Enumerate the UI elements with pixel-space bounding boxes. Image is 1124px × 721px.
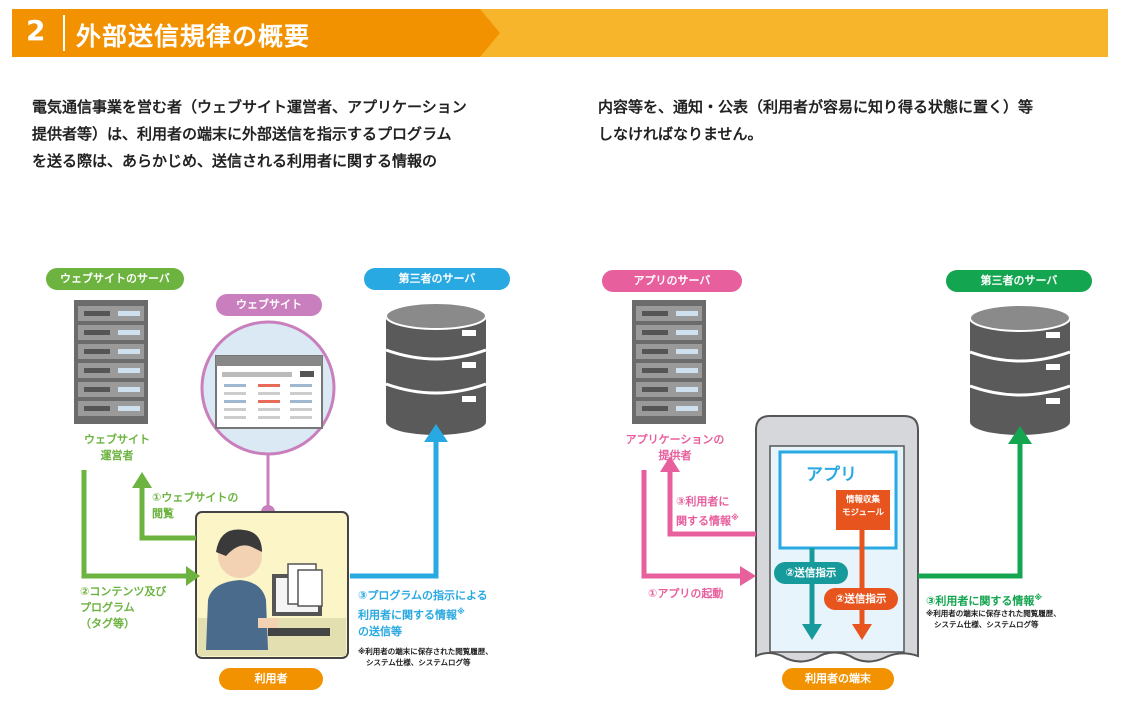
server-rack-icon [74,300,148,424]
third-party-server-label: 第三者のサーバ [946,270,1092,292]
footnote-mark: ※ [457,607,465,616]
provider-line: アプリケーションの [625,433,725,446]
intro-line: 電気通信事業を営む者（ウェブサイト運営者、アプリケーション [32,98,467,116]
note-line: システム仕様、システムログ等 [366,658,471,667]
step3-send-label: ③プログラムの指示による 利用者に関する情報※ の送信等 [358,588,488,640]
section-number: 2 [26,14,46,47]
step2-send-instruction: ②送信指示 [835,593,887,605]
app-label: アプリ [806,465,857,485]
note-line: ※利用者の端末に保存された閲覧履歴、 [358,647,493,656]
intro-line: しなければなりません。 [598,125,763,143]
module-line: 情報収集 [845,495,880,505]
intro-column-1: 電気通信事業を営む者（ウェブサイト運営者、アプリケーション 提供者等）は、利用者… [32,94,552,175]
step2-line: プログラム [80,601,135,614]
step3-line: 利用者に関する情報※ [358,604,488,624]
step1-app-launch-label: ①アプリの起動 [648,587,724,600]
note-line: ※利用者の端末に保存された閲覧履歴、 [926,609,1061,618]
step2-send-instruction: ②送信指示 [785,567,837,579]
step2-line: ②コンテンツ及び [80,585,167,598]
website-browser-icon [200,320,336,456]
step3-info-line: 関する情報※ [676,510,739,530]
user-device-label: 利用者の端末 [782,668,894,690]
app-provider-label: アプリケーションの 提供者 [610,432,740,464]
intro-line: を送る際は、あらかじめ、送信される利用者に関する情報の [32,152,438,170]
smartphone-icon [755,415,919,663]
note-line: システム仕様、システムログ等 [934,620,1039,629]
website-operator-label: ウェブサイト 運営者 [62,432,172,464]
footnote-right: ※利用者の端末に保存された閲覧履歴、 システム仕様、システムログ等 [926,608,1061,630]
section-header: 2 外部送信規律の概要 [12,9,1108,57]
database-icon [385,302,487,435]
website-server-label: ウェブサイトのサーバ [46,268,184,290]
step3-info-text: 利用者に関する情報 [358,608,457,622]
step1-line: 閲覧 [152,507,174,520]
intro-line: 内容等を、通知・公表（利用者が容易に知り得る状態に置く）等 [598,98,1034,116]
section-title: 外部送信規律の概要 [76,22,311,51]
step3-user-info-transmit-label: ③利用者に関する情報※ [926,590,1042,610]
step2-content-label: ②コンテンツ及び プログラム （タグ等） [80,584,166,632]
operator-line: ウェブサイト [84,433,150,446]
step3-user-info-label: ③利用者に 関する情報※ [676,494,739,530]
step3-line: の送信等 [358,624,402,638]
step3-text: ③利用者に関する情報 [926,594,1035,608]
intro-column-2: 内容等を、通知・公表（利用者が容易に知り得る状態に置く）等 しなければなりません… [598,94,1098,148]
app-server-label: アプリのサーバ [602,270,742,292]
user-label: 利用者 [219,668,323,690]
provider-line: 提供者 [658,449,692,462]
server-rack-icon [632,300,706,424]
footnote-mark: ※ [731,513,739,522]
intro-line: 提供者等）は、利用者の端末に外部送信を指示するプログラム [32,125,452,143]
user-illustration [195,511,349,659]
step3-info-line: ③利用者に [676,495,730,508]
info-collection-module: 情報収集 モジュール [836,494,890,520]
header-banner [12,9,1108,57]
operator-line: 運営者 [100,449,134,462]
step1-line: ①ウェブサイトの [152,491,239,504]
step2-line: （タグ等） [80,617,135,630]
step3-line: ③プログラムの指示による [358,589,488,602]
step3-info-text: 関する情報 [676,514,731,528]
website-label: ウェブサイト [216,294,322,316]
step1-browse-label: ①ウェブサイトの 閲覧 [152,490,238,522]
footnote-mark: ※ [1034,593,1043,602]
footnote-left: ※利用者の端末に保存された閲覧履歴、 システム仕様、システムログ等 [358,646,493,668]
third-party-server-label: 第三者のサーバ [364,268,510,290]
module-line: モジュール [842,508,884,518]
database-icon [969,304,1071,435]
